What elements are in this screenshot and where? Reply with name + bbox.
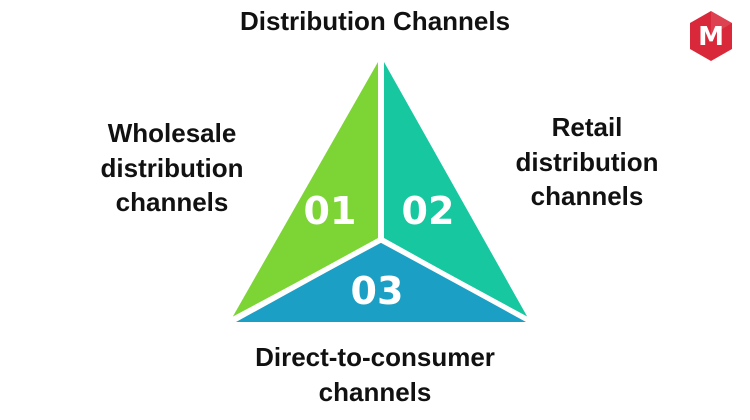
segment-01-label-line: distribution [100,152,244,183]
segment-01-label-line: channels [115,187,229,218]
segment-03-label: Direct-to-consumer channels [215,340,535,409]
segment-03-shape [236,242,526,322]
segment-02-label-line: channels [530,181,644,212]
segment-01-label-line: Wholesale [107,118,237,148]
segment-01-number: 01 [304,189,357,233]
segment-02-label: Retail distribution channels [492,110,682,214]
diagram-title: Distribution Channels [239,6,511,36]
segment-03-label-line: channels [318,376,432,407]
segment-02-label-line: distribution [515,146,659,177]
logo-letter: M [698,22,724,52]
segment-01-shape [232,62,378,318]
segment-03-label-line: Direct-to-consumer [255,342,495,372]
hexagon-logo-icon: M [690,11,732,61]
segment-02-label-line: Retail [551,112,623,142]
segment-02-shape [384,62,528,318]
segment-01-label: Wholesale distribution channels [82,116,262,220]
segment-03-number: 03 [351,269,404,313]
segment-02-number: 02 [402,189,455,233]
